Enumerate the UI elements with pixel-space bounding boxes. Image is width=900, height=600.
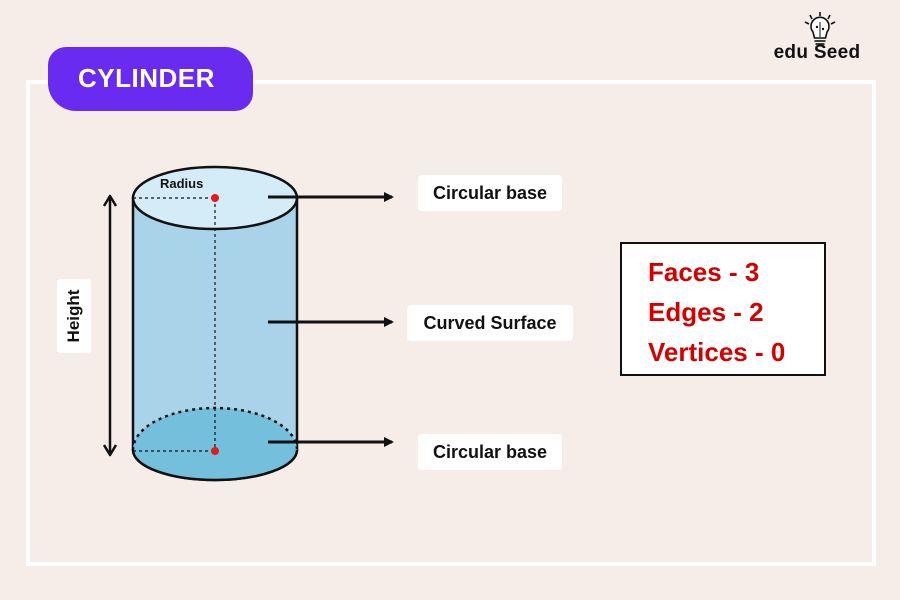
bottom-center-point: [211, 447, 219, 455]
lightbulb-brain-icon: [804, 12, 836, 45]
edges-count: Edges - 2: [648, 297, 764, 327]
curved-surface-label: Curved Surface: [407, 305, 573, 341]
bottom-base-visible-edge: [131, 449, 299, 482]
faces-count: Faces - 3: [648, 257, 760, 287]
diagram-frame: [26, 80, 876, 566]
eduseed-logo: edu Seed: [762, 10, 882, 70]
vertices-count: Vertices - 0: [648, 337, 786, 367]
height-arrow-bottom-head: [102, 444, 118, 457]
height-label-box: Height: [57, 279, 91, 353]
logo-text: edu Seed: [773, 42, 861, 63]
properties-box: Faces - 3 Edges - 2 Vertices - 0: [620, 242, 826, 376]
top-center-point: [211, 194, 219, 202]
height-label: Height: [64, 289, 83, 343]
top-base-label: Circular base: [418, 175, 562, 211]
bottom-base-label: Circular base: [418, 434, 562, 470]
height-arrow-top-head: [102, 194, 118, 207]
page-title: CYLINDER: [48, 47, 253, 111]
radius-label: Radius: [160, 176, 203, 191]
